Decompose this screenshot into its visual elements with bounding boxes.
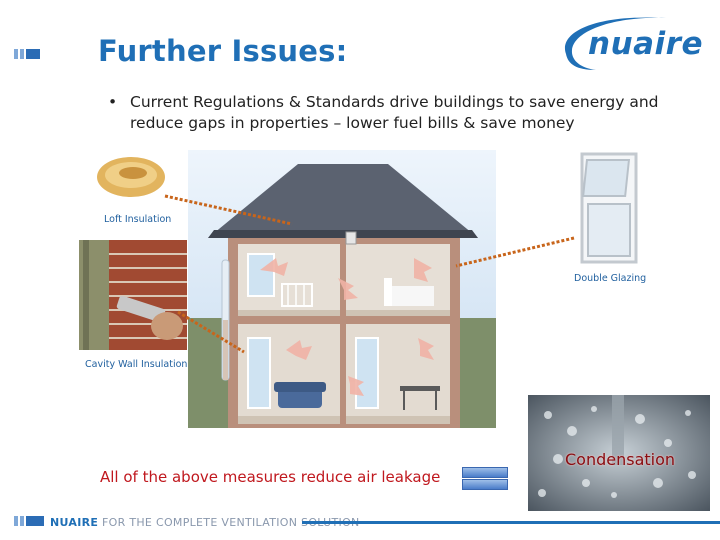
double-glazing-image xyxy=(574,150,644,268)
bullet-point: • Current Regulations & Standards drive … xyxy=(108,92,668,134)
footer-branding: NUAIRE FOR THE COMPLETE VENTILATION SOLU… xyxy=(50,516,360,529)
summary-statement: All of the above measures reduce air lea… xyxy=(100,468,441,486)
loft-insulation-image xyxy=(93,145,171,203)
footer-brand: NUAIRE xyxy=(50,516,99,529)
slide-title: Further Issues: xyxy=(98,34,348,68)
legend-bar-top xyxy=(462,467,508,478)
legend-bar-bottom xyxy=(462,479,508,490)
nuaire-logo-swoosh xyxy=(564,17,666,70)
nuaire-logo: nuaire xyxy=(588,26,703,62)
title-marker-icon xyxy=(14,49,40,59)
condensation-image xyxy=(528,395,710,511)
cavity-wall-insulation-image xyxy=(79,240,187,350)
cavity-wall-insulation-caption: Cavity Wall Insulation xyxy=(85,359,188,370)
footer-divider xyxy=(302,521,720,524)
loft-insulation-caption: Loft Insulation xyxy=(104,214,172,225)
bullet-marker: • xyxy=(108,93,118,111)
footer-marker-icon xyxy=(14,516,44,526)
double-glazing-caption: Double Glazing xyxy=(574,273,647,284)
condensation-caption: Condensation xyxy=(565,450,676,469)
bullet-text: Current Regulations & Standards drive bu… xyxy=(130,93,659,132)
house-illustration xyxy=(188,150,496,428)
footer-tagline: FOR THE COMPLETE VENTILATION SOLUTION xyxy=(102,516,360,529)
